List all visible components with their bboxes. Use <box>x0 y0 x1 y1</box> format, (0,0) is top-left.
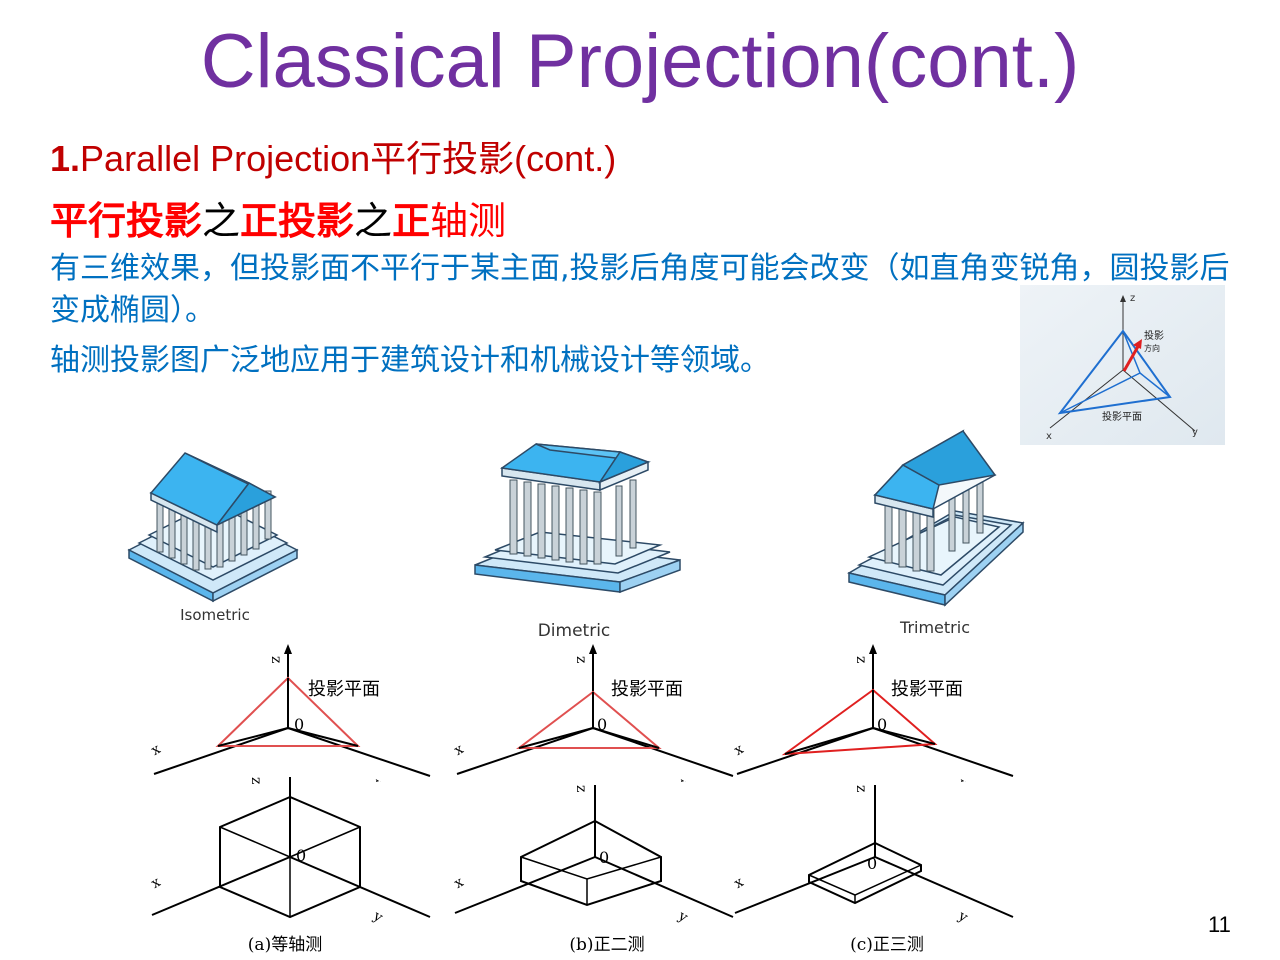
axis-diagram-isometric-cube: z 0 x y (a)等轴测 <box>149 777 431 955</box>
axis-a-top-x: x <box>149 741 164 759</box>
caption-isometric: (a)等轴测 <box>248 935 322 955</box>
inset-x-label: x <box>1046 431 1052 442</box>
axis-diagram-dimetric-box: z 0 x y (b)正二测 <box>452 785 734 955</box>
axis-c-bottom-z: z <box>853 785 869 792</box>
axis-b-top-y: y <box>675 775 691 782</box>
subtitle-text: Parallel Projection平行投影(cont.) <box>80 138 617 179</box>
caption-dimetric: (b)正二测 <box>569 935 644 955</box>
axis-b-plane-label: 投影平面 <box>611 679 683 700</box>
subtitle-axonometric: 平行投影之正投影之正轴测 <box>50 190 506 245</box>
subtitle2-part3: 正投影 <box>240 199 355 243</box>
axis-c-top-y: y <box>955 775 971 782</box>
temple-trimetric: Trimetric <box>846 429 1025 637</box>
temple-isometric: Isometric <box>127 452 299 624</box>
axis-a-plane-label: 投影平面 <box>308 679 380 700</box>
axis-c-top-z: z <box>853 656 869 663</box>
projection-inset-diagram: z 投影 方向 投影平面 x y <box>1020 285 1225 445</box>
label-isometric: Isometric <box>180 606 250 624</box>
axis-c-bottom-x: x <box>732 874 747 892</box>
axis-b-bottom-y: y <box>675 908 691 926</box>
axis-diagram-trimetric-box: z 0 x y (c)正三测 <box>732 785 1014 955</box>
paragraph-applications: 轴测投影图广泛地应用于建筑设计和机械设计等领域。 <box>50 343 770 378</box>
inset-direction-label: 方向 <box>1144 343 1160 353</box>
inset-z-label: z <box>1130 293 1135 304</box>
axis-a-top-z: z <box>268 656 284 663</box>
inset-plane-label: 投影平面 <box>1102 410 1142 423</box>
subtitle-parallel-projection: 1.Parallel Projection平行投影(cont.) <box>50 130 616 182</box>
inset-projection-label: 投影 <box>1144 329 1164 342</box>
page-number: 11 <box>1208 912 1231 937</box>
paragraph-effects: 有三维效果，但投影面不平行于某主面,投影后角度可能会改变（如直角变锐角，圆投影后… <box>50 251 1230 328</box>
axis-a-bottom-z: z <box>248 777 264 784</box>
axis-c-top-x: x <box>732 741 747 759</box>
label-dimetric: Dimetric <box>538 621 611 641</box>
axis-b-bottom-z: z <box>573 785 589 792</box>
axis-b-bottom-x: x <box>452 874 467 892</box>
slide-title: Classical Projection(cont.) <box>200 19 1080 104</box>
axis-c-top-origin: 0 <box>877 715 887 734</box>
subtitle2-part6: 轴测 <box>430 199 507 243</box>
inset-y-label: y <box>1192 427 1198 438</box>
subtitle2-part2: 之 <box>202 199 241 243</box>
axis-c-bottom-origin: 0 <box>867 854 877 873</box>
axis-a-bottom-x: x <box>149 874 164 892</box>
axis-a-bottom-origin: 0 <box>296 846 306 865</box>
axis-b-top-z: z <box>573 656 589 663</box>
temple-dimetric: Dimetric <box>474 443 681 641</box>
axis-c-bottom-y: y <box>955 908 971 926</box>
axis-b-top-origin: 0 <box>597 715 607 734</box>
axis-a-top-origin: 0 <box>294 715 304 734</box>
subtitle2-part4: 之 <box>354 199 393 243</box>
subtitle2-part5: 正 <box>392 199 431 243</box>
axis-diagram-isometric-plane: z 投影平面 0 x y <box>149 644 431 782</box>
axis-a-top-y: y <box>370 775 386 782</box>
axis-b-bottom-origin: 0 <box>599 848 609 867</box>
subtitle2-part1: 平行投影 <box>50 199 203 243</box>
label-trimetric: Trimetric <box>899 618 970 637</box>
axis-a-bottom-y: y <box>370 908 386 926</box>
axis-b-top-x: x <box>452 741 467 759</box>
caption-trimetric: (c)正三测 <box>850 935 924 955</box>
axis-diagram-trimetric-plane: z 投影平面 0 x y <box>732 644 1014 782</box>
axis-c-plane-label: 投影平面 <box>891 679 963 700</box>
axis-diagram-dimetric-plane: z 投影平面 0 x y <box>452 644 734 782</box>
subtitle-number: 1. <box>50 138 81 179</box>
